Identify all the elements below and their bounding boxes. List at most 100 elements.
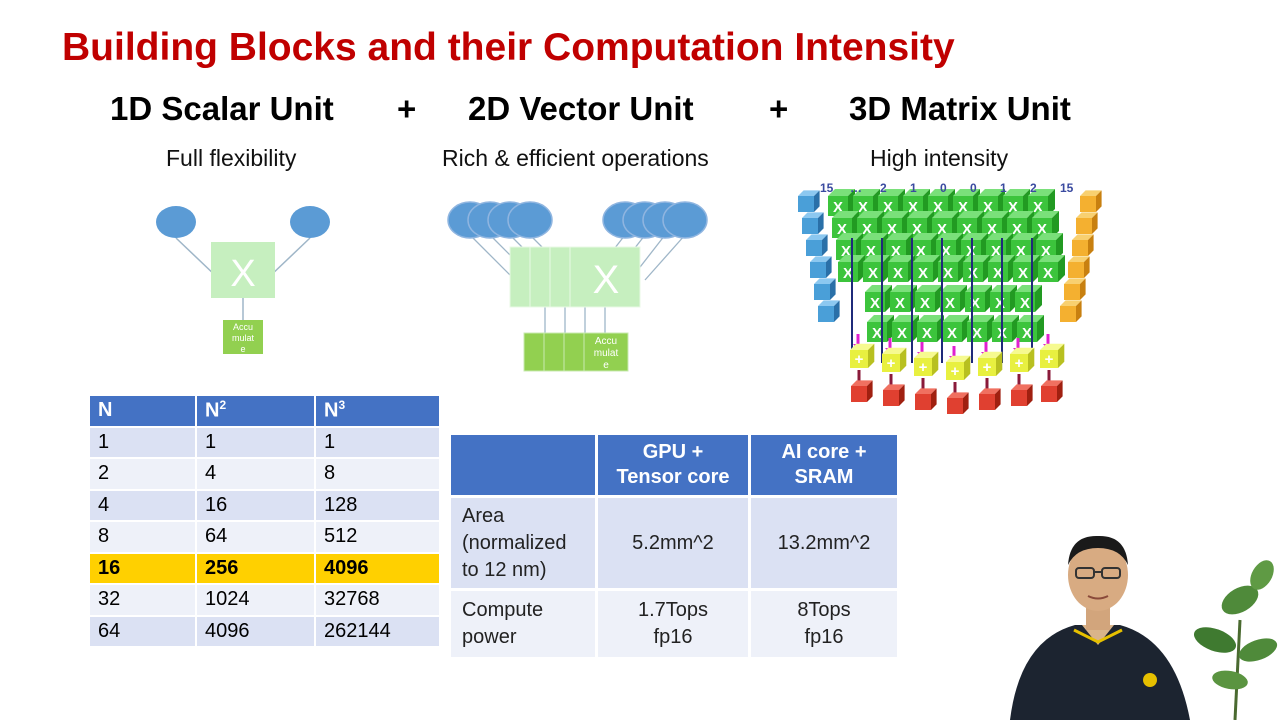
n-table-cell: 16 xyxy=(90,553,195,583)
multiply-symbol: X xyxy=(983,199,993,216)
multiply-symbol: X xyxy=(1043,265,1053,282)
multiply-cube xyxy=(938,255,965,262)
n-table-cell: 512 xyxy=(316,522,439,552)
multiply-symbol: X xyxy=(995,295,1005,312)
accumulate-label-1: Accu xyxy=(233,322,253,332)
matrix-unit-heading: 3D Matrix Unit xyxy=(849,90,1071,127)
input-a-cube xyxy=(818,300,840,306)
multiply-cube xyxy=(1032,211,1059,218)
output-cube xyxy=(883,384,905,390)
ai-core-header: AI core +SRAM xyxy=(751,435,897,495)
multiply-symbol: X xyxy=(843,265,853,282)
gpu-header: GPU +Tensor core xyxy=(598,435,748,495)
n-table-cell: 1 xyxy=(316,427,439,457)
multiply-symbol: X xyxy=(947,325,957,342)
n-table-cell: 262144 xyxy=(316,616,439,646)
slide-title: Building Blocks and their Computation In… xyxy=(62,26,955,69)
plus-sign-1: + xyxy=(397,90,417,127)
compare-header-row: GPU +Tensor core AI core +SRAM xyxy=(451,435,897,495)
multiply-symbol: X xyxy=(922,325,932,342)
multiply-symbol: X xyxy=(918,265,928,282)
input-node xyxy=(290,206,330,238)
multiply-cube xyxy=(888,255,915,262)
multiply-cube xyxy=(940,285,967,292)
multiply-cube xyxy=(1015,285,1042,292)
multiply-symbol: X xyxy=(870,295,880,312)
multiply-cube xyxy=(1013,255,1040,262)
input-b-cube xyxy=(1068,256,1090,262)
input-a-cube xyxy=(810,256,832,262)
svg-text:Accu: Accu xyxy=(595,336,617,347)
output-cube xyxy=(915,388,937,394)
multiply-cube xyxy=(828,189,855,196)
multiply-cube xyxy=(836,233,863,240)
multiply-symbol: X xyxy=(1033,199,1043,216)
multiply-cube xyxy=(913,255,940,262)
add-symbol: + xyxy=(887,355,896,372)
output-cube xyxy=(947,392,969,398)
adder-cube xyxy=(1040,343,1065,350)
adder-cube xyxy=(946,355,971,362)
output-cube xyxy=(851,380,873,386)
compare-value-cell: 5.2mm^2 xyxy=(598,498,748,588)
add-symbol: + xyxy=(919,359,928,376)
add-symbol: + xyxy=(855,351,864,368)
multiply-symbol: X xyxy=(972,325,982,342)
add-symbol: + xyxy=(1045,351,1054,368)
multiply-cube xyxy=(932,211,959,218)
multiply-symbol: X xyxy=(893,265,903,282)
input-b-cube xyxy=(1076,212,1098,218)
multiply-cube xyxy=(857,211,884,218)
multiply-symbol: X xyxy=(883,199,893,216)
multiply-symbol: X xyxy=(891,243,901,260)
output-cube xyxy=(1011,384,1033,390)
multiply-cube xyxy=(886,233,913,240)
adder-cube xyxy=(978,351,1003,358)
n-table-cell: 64 xyxy=(197,522,314,552)
matrix-index-label: 15 xyxy=(1060,181,1074,195)
input-b-cube xyxy=(1064,278,1086,284)
presenter-avatar xyxy=(1010,535,1190,720)
multiply-cube xyxy=(953,189,980,196)
multiply-cube xyxy=(1003,189,1030,196)
multiply-symbol: X xyxy=(837,221,847,238)
multiply-cube xyxy=(890,285,917,292)
accumulator-block xyxy=(223,320,263,354)
input-node xyxy=(156,206,196,238)
multiply-symbol: X xyxy=(1018,265,1028,282)
input-b-cube xyxy=(1060,300,1082,306)
vector-unit-diagram: X Accu mulat e xyxy=(447,201,708,372)
multiply-cube xyxy=(963,255,990,262)
multiply-cube xyxy=(867,315,894,322)
output-cube xyxy=(1041,380,1063,386)
multiply-symbol: X xyxy=(920,295,930,312)
multiply-cube xyxy=(863,255,890,262)
n-table-cell: 1 xyxy=(197,427,314,457)
matrix-index-label: 1 xyxy=(1000,181,1007,195)
multiply-cube xyxy=(907,211,934,218)
accumulate-label-2: mulat xyxy=(232,333,255,343)
n-table-cell: 32 xyxy=(90,585,195,615)
multiply-cube xyxy=(978,189,1005,196)
n-table-cell: 32768 xyxy=(316,585,439,615)
multiply-cube xyxy=(917,315,944,322)
multiply-symbol: X xyxy=(833,199,843,216)
multiply-symbol: X xyxy=(945,295,955,312)
scalar-unit-diagram: X Accu mulat e xyxy=(156,206,330,354)
multiply-symbol: X xyxy=(933,199,943,216)
presenter-video xyxy=(1010,535,1278,720)
multiply-symbol: X xyxy=(1022,325,1032,342)
multiply-symbol: X xyxy=(858,199,868,216)
compute-comparison-table: GPU +Tensor core AI core +SRAM Area(norm… xyxy=(448,432,900,660)
vector-unit-caption: Rich & efficient operations xyxy=(442,145,709,171)
n-table-cell: 1 xyxy=(90,427,195,457)
n-table-cell: 4 xyxy=(90,490,195,520)
adder-cube xyxy=(1010,347,1035,354)
multiply-cube xyxy=(911,233,938,240)
